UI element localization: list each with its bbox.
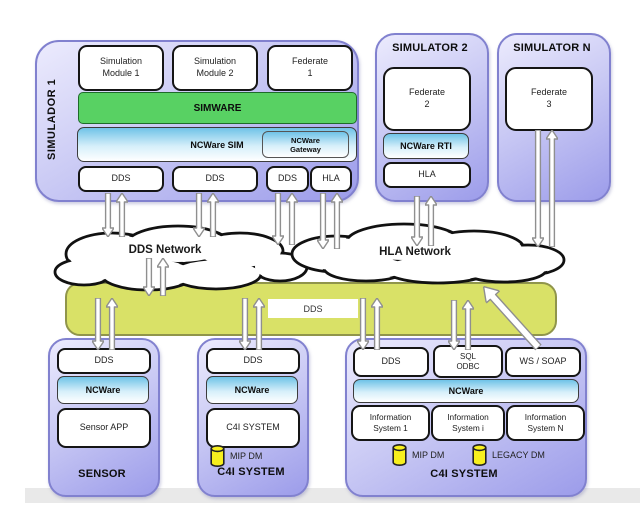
database-cylinder-icon bbox=[472, 444, 487, 466]
federate-1-box: Federate 1 bbox=[267, 45, 353, 91]
sim2-port-hla: HLA bbox=[383, 162, 471, 188]
sim1-port-dds-1: DDS bbox=[78, 166, 164, 192]
sim1-port-dds-2: DDS bbox=[172, 166, 258, 192]
simware-bar: SIMWARE bbox=[78, 92, 357, 124]
c4i-small-port-dds: DDS bbox=[206, 348, 300, 374]
up-left-arrow bbox=[477, 281, 545, 354]
bidirectional-arrow bbox=[193, 193, 219, 237]
c4i-large-title: C4I SYSTEM bbox=[430, 468, 498, 480]
mip-dm-label: MIP DM bbox=[412, 450, 445, 460]
legacy-dm-label: LEGACY DM bbox=[492, 450, 545, 460]
c4i-small-system-box: C4I SYSTEM bbox=[206, 408, 300, 448]
sim1-port-dds-3: DDS bbox=[266, 166, 309, 192]
bidirectional-arrow bbox=[448, 300, 474, 350]
c4i-large-ncware-bar: NCWare bbox=[353, 379, 579, 403]
mip-dm-label: MIP DM bbox=[230, 451, 263, 461]
bidirectional-arrow bbox=[317, 193, 343, 249]
sensor-port-dds: DDS bbox=[57, 348, 151, 374]
simulation-module-2-box: Simulation Module 2 bbox=[172, 45, 258, 91]
bidirectional-arrow bbox=[102, 193, 128, 237]
information-system-n-box: Information System N bbox=[506, 405, 585, 441]
sensor-app-box: Sensor APP bbox=[57, 408, 151, 448]
bidirectional-arrow bbox=[272, 193, 298, 245]
c4i-large-port-dds: DDS bbox=[353, 347, 429, 377]
sim1-port-hla: HLA bbox=[310, 166, 352, 192]
sensor-ncware-bar: NCWare bbox=[57, 376, 149, 404]
simulation-module-1-box: Simulation Module 1 bbox=[78, 45, 164, 91]
sensor-title: SENSOR bbox=[78, 468, 126, 480]
bidirectional-arrow bbox=[357, 298, 383, 350]
c4i-small-title: C4I SYSTEM bbox=[217, 466, 285, 478]
database-cylinder-icon bbox=[210, 445, 225, 467]
c4i-large-port-ws-soap: WS / SOAP bbox=[505, 347, 581, 377]
simulator-n-title: SIMULATOR N bbox=[513, 42, 591, 54]
information-system-1-box: Information System 1 bbox=[351, 405, 430, 441]
database-cylinder-icon bbox=[392, 444, 407, 466]
dds-bus-label-box: DDS bbox=[268, 299, 358, 318]
simulator1-title: SIMULADOR 1 bbox=[46, 78, 58, 160]
ncware-gateway-box: NCWare Gateway bbox=[262, 131, 349, 158]
ncware-rti-bar: NCWare RTI bbox=[383, 133, 469, 159]
bidirectional-arrow bbox=[143, 258, 169, 296]
information-system-i-box: Information System i bbox=[431, 405, 505, 441]
bidirectional-arrow bbox=[532, 130, 558, 247]
bidirectional-arrow bbox=[92, 298, 118, 350]
simulator2-title: SIMULATOR 2 bbox=[392, 42, 468, 54]
federate-3-box: Federate 3 bbox=[505, 67, 593, 131]
federate-2-box: Federate 2 bbox=[383, 67, 471, 131]
bidirectional-arrow bbox=[411, 196, 437, 246]
bidirectional-arrow bbox=[239, 298, 265, 350]
dds-network-label: DDS Network bbox=[128, 244, 202, 256]
dds-network-cloud-shape bbox=[53, 224, 309, 292]
hla-network-label: HLA Network bbox=[379, 246, 451, 258]
c4i-small-ncware-bar: NCWare bbox=[206, 376, 298, 404]
